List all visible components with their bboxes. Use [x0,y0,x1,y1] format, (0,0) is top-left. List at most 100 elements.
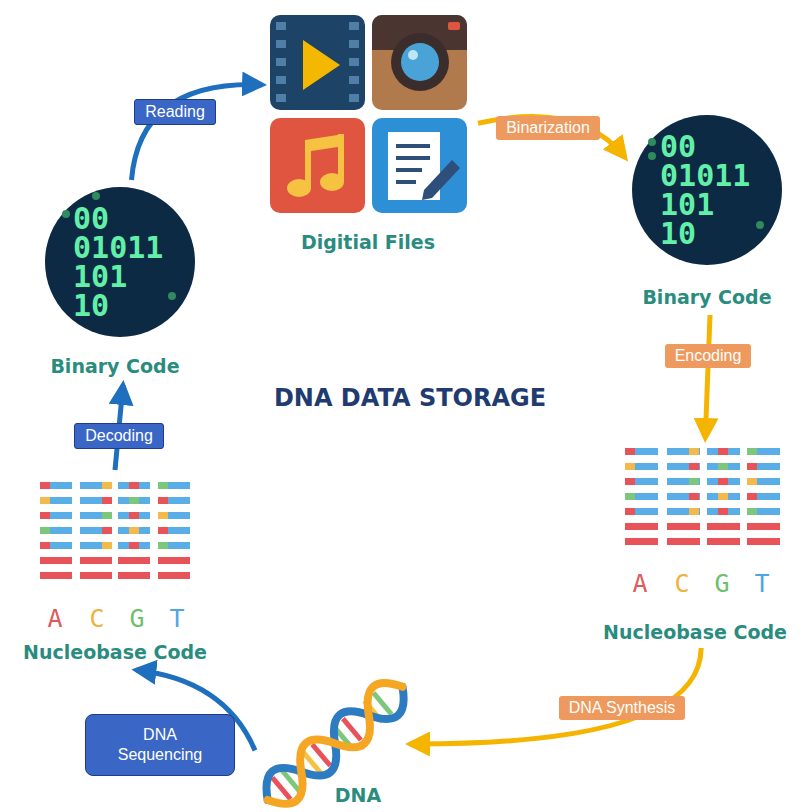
base-bar [718,448,728,455]
base-letter: A [47,605,62,633]
art-part [349,94,359,102]
node-name: Binary Code [642,285,771,309]
node-name: Nucleobase Code [23,640,207,664]
art-part [648,138,656,146]
art-part [448,22,460,30]
base-bar [40,482,72,489]
base-bar [689,463,699,470]
base-bar [747,478,780,485]
base-bar [129,542,139,549]
node-name: Digitial Files [301,230,435,254]
base-bar [667,448,700,455]
base-bar [102,512,112,519]
base-bar [118,542,150,549]
base-bar [158,482,168,489]
art-part [312,744,330,765]
node-region: ACGTNucleobase Code [592,438,798,648]
base-bar [747,523,780,530]
art-part [349,40,359,48]
base-bar [118,527,150,534]
base-bar [689,508,699,515]
art-part [396,156,430,160]
base-bar [80,542,112,549]
base-bar [689,448,699,455]
step-label: Decoding [74,423,164,449]
binary-digits: 00 01011 101 10 [73,204,167,320]
node-name: Binary Code [50,354,179,378]
node-region: 00 01011 101 10 Binary Code [38,180,208,385]
art-part [349,22,359,30]
art-part [343,719,361,740]
base-bar [40,527,50,534]
base-bar [625,538,658,545]
base-bar [158,572,190,579]
base-bar [625,523,658,530]
base-bar [707,508,740,515]
base-bar [689,478,699,485]
base-bar [129,497,139,504]
binary-digits: 00 01011 101 10 [660,132,754,248]
base-bar [718,463,728,470]
art-part [396,180,416,184]
music-icon [270,118,365,213]
base-bar [747,478,757,485]
art-part [276,76,286,84]
art-part [276,40,286,48]
art-part [349,58,359,66]
base-bar [747,493,757,500]
art-part [255,672,414,812]
step-label: DNA Sequencing [85,714,235,776]
base-bar [625,493,658,500]
base-bar [80,572,112,579]
base-bar [625,463,658,470]
art-part [396,144,430,148]
base-bar [158,512,168,519]
base-bar [40,527,72,534]
base-bar [625,508,658,515]
base-bar [80,497,112,504]
base-bar [158,527,190,534]
base-letter: C [89,605,104,633]
base-letter: T [169,605,184,633]
base-letter: C [674,570,689,598]
base-bar [40,557,72,564]
art-part [756,221,764,229]
base-bar [158,512,190,519]
base-bar [707,523,740,530]
base-bar [707,493,740,500]
base-bar [747,508,780,515]
art-part [276,94,286,102]
base-bar [718,508,728,515]
base-bar [129,512,139,519]
binary-circle [632,115,782,265]
base-bar [718,493,728,500]
art-part [391,33,449,91]
base-bar [707,538,740,545]
base-bar [625,478,658,485]
art-part [632,115,782,265]
diagram-title: DNA DATA STORAGE [274,384,546,412]
nucleobase-grid [625,448,780,545]
base-bar [747,448,757,455]
base-bar [80,512,112,519]
base-bar [102,497,112,504]
base-bar [707,448,740,455]
base-bar [667,493,700,500]
base-bar [40,497,72,504]
base-bar [667,508,700,515]
art-part [401,43,439,81]
art-part [396,168,422,172]
step-label: Encoding [665,344,752,368]
art-part [276,58,286,66]
base-letter: G [714,570,729,598]
flow-arrow [132,85,263,180]
base-bar [158,482,190,489]
base-bar [689,493,699,500]
art-part [422,160,460,200]
art-part [168,292,176,300]
nucleobase-grid [40,482,190,579]
base-bar [747,493,780,500]
base-bar [158,497,190,504]
camera-icon [372,15,467,110]
